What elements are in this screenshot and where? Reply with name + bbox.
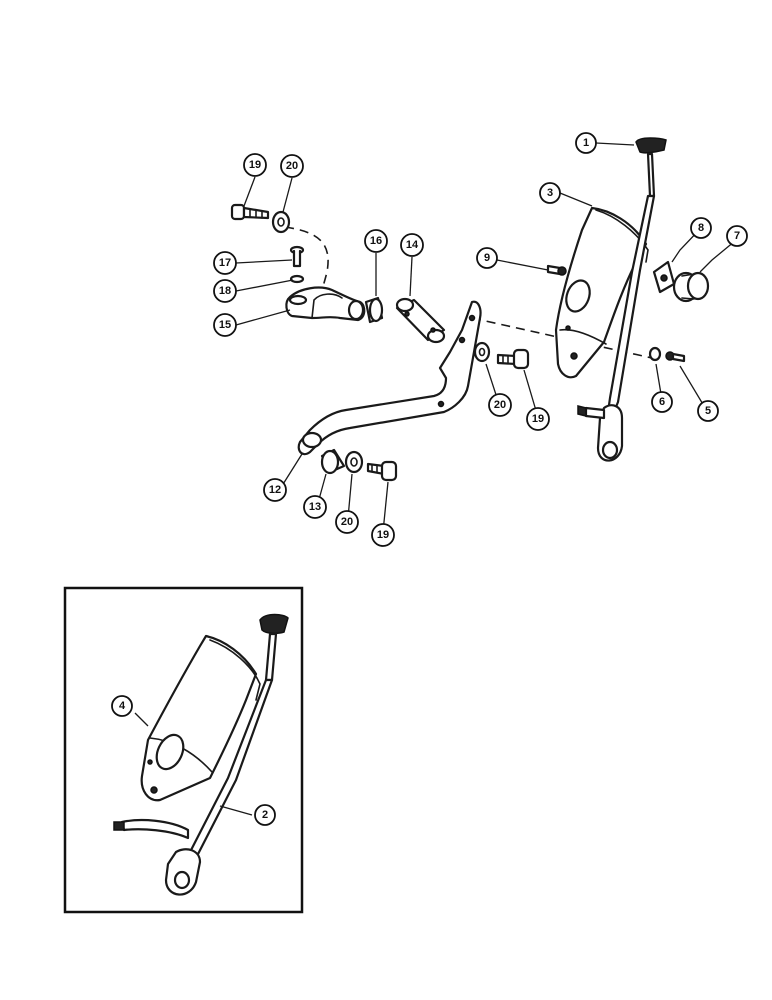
callout-18-label: 18 bbox=[219, 285, 231, 297]
callout-19-middle: 19 bbox=[526, 407, 550, 431]
screw-17 bbox=[289, 245, 305, 268]
callout-4-label: 4 bbox=[119, 700, 126, 712]
washer-20-middle bbox=[473, 341, 491, 363]
clip-8 bbox=[652, 260, 676, 294]
inset-frame bbox=[63, 586, 304, 914]
screw-9 bbox=[546, 264, 567, 276]
arm-15 bbox=[285, 286, 366, 322]
callout-17-label: 17 bbox=[219, 257, 231, 269]
callout-20-bottom-label: 20 bbox=[341, 516, 353, 528]
callout-2-label: 2 bbox=[262, 809, 268, 821]
inset-quadrant-plate-4 bbox=[140, 634, 261, 802]
leader-lines bbox=[134, 142, 736, 816]
callout-8-label: 8 bbox=[698, 222, 704, 234]
lockwasher-18 bbox=[289, 274, 305, 284]
inset-shift-lever-2 bbox=[113, 613, 289, 896]
callout-19-middle-label: 19 bbox=[532, 413, 544, 425]
callout-20-middle: 20 bbox=[488, 393, 512, 417]
callout-12: 12 bbox=[263, 478, 287, 502]
shift-lever-1 bbox=[577, 137, 667, 462]
callout-3: 3 bbox=[539, 182, 561, 204]
callout-20-middle-label: 20 bbox=[494, 399, 506, 411]
callout-15-label: 15 bbox=[219, 319, 231, 331]
callout-18: 18 bbox=[213, 279, 237, 303]
callout-14-label: 14 bbox=[406, 239, 419, 251]
callout-9: 9 bbox=[476, 247, 498, 269]
callout-7: 7 bbox=[726, 225, 748, 247]
bolt-19-top bbox=[230, 203, 270, 221]
washer-6 bbox=[648, 346, 662, 362]
link-12 bbox=[297, 300, 482, 456]
callout-9-label: 9 bbox=[484, 252, 490, 264]
callout-17: 17 bbox=[213, 251, 237, 275]
callout-20-top-label: 20 bbox=[286, 160, 298, 172]
callout-5-label: 5 bbox=[705, 405, 711, 417]
callout-13: 13 bbox=[303, 495, 327, 519]
bolt-19-middle bbox=[496, 348, 530, 370]
bolt-19-bottom bbox=[366, 460, 398, 482]
callout-15: 15 bbox=[213, 313, 237, 337]
callout-19-bottom-label: 19 bbox=[377, 529, 389, 541]
callout-1-label: 1 bbox=[583, 137, 589, 149]
callout-2: 2 bbox=[254, 804, 276, 826]
knob-7 bbox=[672, 271, 710, 303]
callout-13-label: 13 bbox=[309, 501, 321, 513]
callout-5: 5 bbox=[697, 400, 719, 422]
callout-8: 8 bbox=[690, 217, 712, 239]
callout-19-top: 19 bbox=[243, 153, 267, 177]
callout-4: 4 bbox=[111, 695, 133, 717]
callout-20-top: 20 bbox=[280, 154, 304, 178]
callout-16: 16 bbox=[364, 229, 388, 253]
callout-3-label: 3 bbox=[547, 187, 553, 199]
quadrant-plate-3 bbox=[554, 206, 649, 379]
callout-16-label: 16 bbox=[370, 235, 382, 247]
shaft-14 bbox=[395, 297, 446, 344]
bushing-16 bbox=[364, 296, 384, 324]
callout-6-label: 6 bbox=[659, 396, 665, 408]
callout-19-top-label: 19 bbox=[249, 159, 261, 171]
callout-1: 1 bbox=[575, 132, 597, 154]
callout-12-label: 12 bbox=[269, 484, 281, 496]
callout-7-label: 7 bbox=[734, 230, 740, 242]
washer-20-top bbox=[271, 210, 291, 234]
bushing-13 bbox=[320, 448, 346, 475]
washer-20-bottom bbox=[344, 450, 364, 474]
callout-19-bottom: 19 bbox=[371, 523, 395, 547]
callout-6: 6 bbox=[651, 391, 673, 413]
callout-20-bottom: 20 bbox=[335, 510, 359, 534]
screw-5 bbox=[665, 351, 686, 363]
callout-14: 14 bbox=[400, 233, 424, 257]
